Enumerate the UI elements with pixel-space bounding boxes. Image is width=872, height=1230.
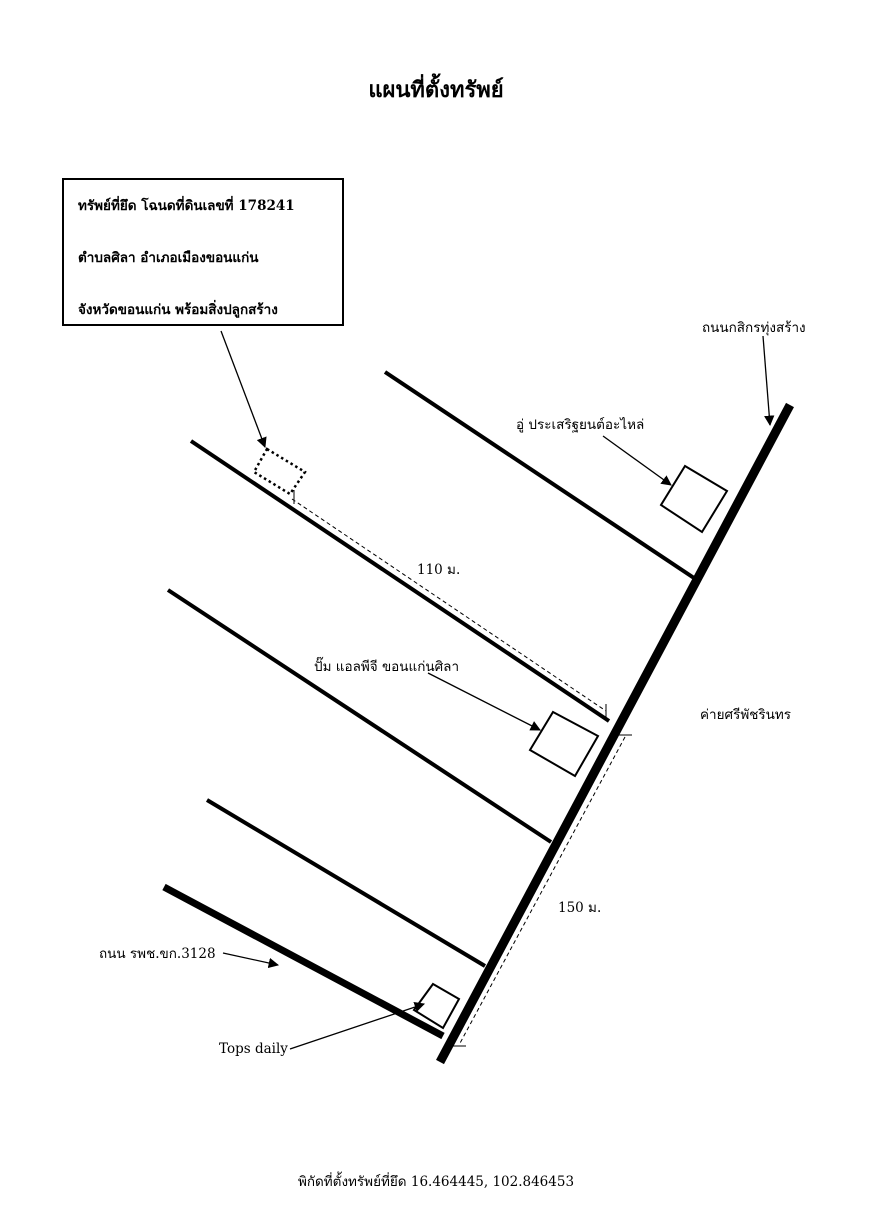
tops-daily-label: Tops daily (219, 1041, 288, 1057)
info-box-line-3: จังหวัดขอนแก่น พร้อมสิ่งปลูกสร้าง (78, 302, 278, 318)
info-box-line-1: ทรัพย์ที่ยึด โฉนดที่ดินเลขที่ 178241 (78, 198, 295, 214)
distance-150-label: 150 ม. (558, 900, 602, 916)
lpg-station-building (528, 710, 600, 778)
page-title: แผนที่ตั้งทรัพย์ (368, 77, 504, 103)
main-road-label: ถนนกสิกรทุ่งสร้าง (702, 320, 806, 336)
lpg-station-label: ปั๊ม แอลพีจี ขอนแก่นศิลา (314, 659, 460, 675)
hospital-road-label: ถนน รพช.ขก.3128 (99, 946, 216, 962)
info-box-line-2: ตำบลศิลา อำเภอเมืองขอนแก่น (78, 250, 259, 266)
side-road-1 (383, 370, 696, 580)
spare-parts-shop-building (659, 464, 729, 534)
coordinates-footer: พิกัดที่ตั้งทรัพย์ที่ยึด 16.464445, 102.… (297, 1174, 575, 1190)
distance-150-dimension (458, 736, 626, 1046)
tops-daily-leader-arrow (289, 1002, 425, 1050)
main-road-line (436, 402, 794, 1065)
seized-property-info-box: ทรัพย์ที่ยึด โฉนดที่ดินเลขที่ 178241 ตำบ… (62, 178, 344, 326)
tops-daily-building (412, 982, 461, 1030)
spare-parts-shop-label: อู่ ประเสริฐยนต์อะไหล่ (516, 417, 645, 433)
lpg-leader-arrow (427, 672, 541, 731)
hospital-road-leader-arrow (222, 952, 280, 969)
distance-110-dimension (291, 498, 607, 712)
main-road-leader-arrow (762, 335, 775, 427)
army-camp-label: ค่ายศรีพัชรินทร (700, 707, 792, 723)
distance-110-label: 110 ม. (417, 562, 461, 578)
side-road-2 (189, 439, 611, 723)
seized-property-marker (252, 447, 307, 496)
info-box-leader-arrow (220, 330, 267, 448)
spare-parts-leader-arrow (602, 435, 672, 486)
side-road-4 (205, 798, 487, 968)
hospital-road-line (162, 883, 445, 1040)
side-road-3 (166, 588, 553, 844)
